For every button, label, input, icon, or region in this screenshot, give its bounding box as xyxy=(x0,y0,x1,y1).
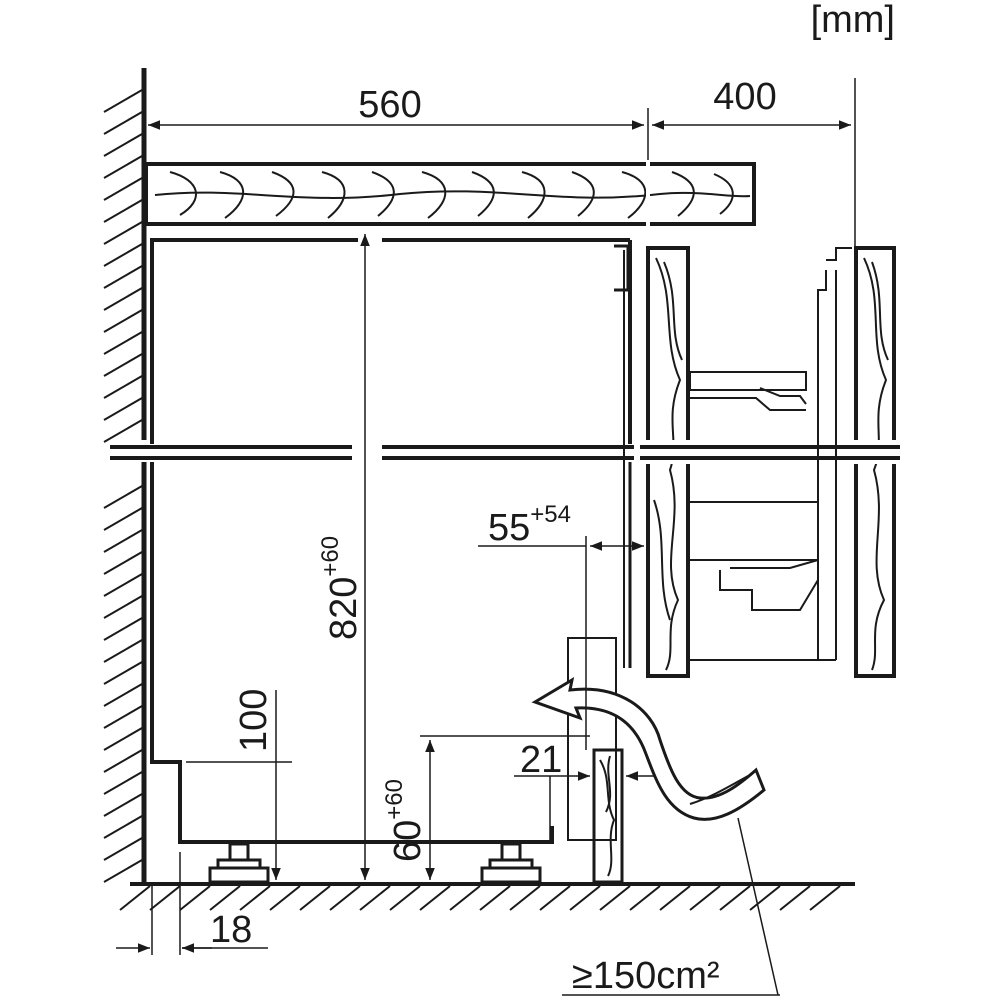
dim-foot-height xyxy=(420,735,590,880)
dim-label-560: 560 xyxy=(358,84,421,126)
wall-hatching xyxy=(103,89,143,883)
dim-label-400: 400 xyxy=(713,76,776,118)
dim-label-55-group: 55+54 xyxy=(488,501,571,549)
dim-label-60-tol: +60 xyxy=(381,779,408,820)
dim-door-gap xyxy=(478,536,644,750)
dim-rear-gap xyxy=(116,852,268,955)
vent-area-label: ≥150cm² xyxy=(572,955,720,997)
adjustable-foot-right xyxy=(480,842,542,884)
dim-door-opening xyxy=(652,78,856,246)
furniture-door-closed xyxy=(640,246,700,678)
dim-label-55: 55 xyxy=(488,507,530,549)
furniture-door-open xyxy=(817,246,902,678)
worktop xyxy=(144,160,756,230)
wall xyxy=(103,68,147,884)
dim-label-18: 18 xyxy=(210,909,252,951)
wood-grain xyxy=(154,171,751,219)
dim-label-60: 60 xyxy=(387,820,429,862)
airflow-arrow xyxy=(531,676,766,821)
svg-text:820+60: 820+60 xyxy=(317,536,365,640)
svg-text:60+60: 60+60 xyxy=(381,779,429,862)
unit-label: [mm] xyxy=(811,0,895,41)
dim-label-21: 21 xyxy=(520,739,562,781)
dim-label-820: 820 xyxy=(323,577,365,640)
door-hinge-mechanism xyxy=(689,371,819,661)
dim-label-60-group: 60+60 xyxy=(381,779,429,862)
adjustable-foot-left xyxy=(208,842,270,884)
dim-label-55-tol: +54 xyxy=(530,501,571,528)
dim-label-100: 100 xyxy=(233,689,275,752)
dim-vent-area xyxy=(562,817,780,996)
dim-label-820-group: 820+60 xyxy=(317,536,365,640)
dim-plinth-thickness xyxy=(514,771,654,842)
break-line xyxy=(110,445,900,460)
dim-worktop-depth xyxy=(148,108,649,160)
dim-plinth-height xyxy=(186,690,292,880)
plinth-panel xyxy=(567,637,624,884)
floor xyxy=(119,882,855,911)
dim-label-820-tol: +60 xyxy=(317,536,344,577)
floor-hatching xyxy=(119,885,841,911)
